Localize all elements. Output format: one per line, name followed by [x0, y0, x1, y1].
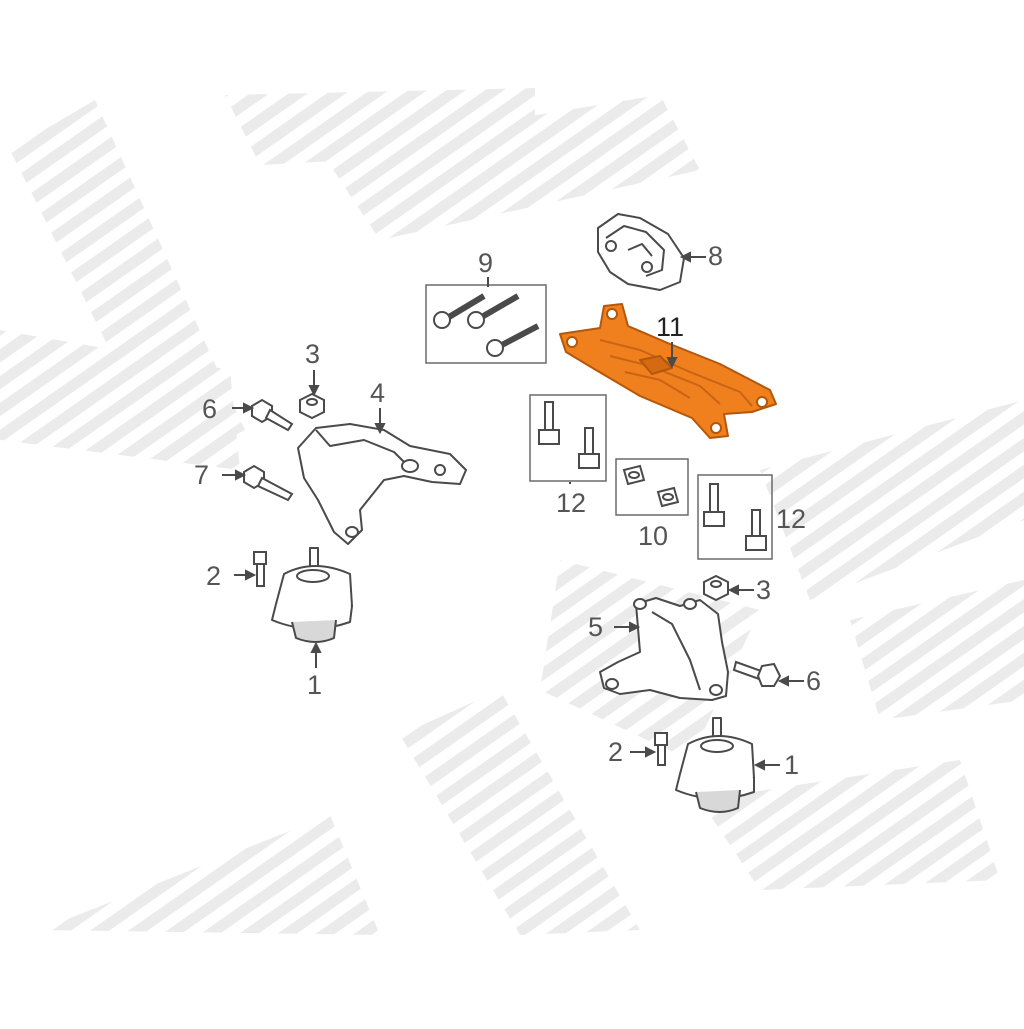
part-2-bolt-left[interactable]: [253, 551, 267, 587]
label-1-right: 1: [784, 750, 800, 780]
bolt: [538, 401, 560, 445]
bolt: [578, 427, 600, 469]
bolt: [486, 323, 540, 357]
part-9-bolt-set[interactable]: [425, 284, 547, 364]
part-3-nut-left[interactable]: [299, 392, 325, 420]
label-11: 11: [656, 312, 685, 342]
part-10-nuts[interactable]: [615, 458, 689, 516]
bolt: [433, 293, 486, 329]
part-6-bolt-right[interactable]: [732, 660, 782, 687]
label-3-left: 3: [305, 339, 321, 369]
part-2-bolt-right[interactable]: [654, 732, 668, 766]
label-12-left: 12: [556, 488, 587, 518]
watermark: [0, 88, 1024, 935]
part-4-mount-bracket[interactable]: [297, 423, 467, 545]
nut: [656, 486, 680, 508]
label-6-right: 6: [806, 666, 822, 696]
part-6-bolt-left[interactable]: [251, 398, 294, 432]
part-5-mount-bracket[interactable]: [599, 597, 729, 701]
part-8-rear-mount[interactable]: [597, 213, 685, 291]
part-7-bolt[interactable]: [243, 464, 294, 502]
label-2-left: 2: [206, 561, 222, 591]
bolt: [703, 483, 725, 527]
label-10: 10: [638, 521, 669, 551]
label-8: 8: [708, 241, 724, 271]
part-1-engine-mount-right[interactable]: [675, 717, 755, 813]
label-9: 9: [478, 248, 494, 278]
label-3-right: 3: [756, 575, 772, 605]
label-4: 4: [370, 378, 386, 408]
bolt: [467, 293, 520, 329]
bolt: [745, 509, 767, 551]
part-11-crossmember[interactable]: [559, 303, 777, 439]
part-12-bolts-left[interactable]: [529, 394, 607, 482]
part-1-engine-mount-left[interactable]: [271, 547, 353, 643]
label-7: 7: [194, 460, 210, 490]
label-2-right: 2: [608, 737, 624, 767]
leader-lines: [222, 251, 804, 771]
label-1-left: 1: [307, 670, 323, 700]
part-3-nut-right[interactable]: [703, 574, 729, 602]
label-12-right: 12: [776, 504, 807, 534]
label-5: 5: [588, 612, 604, 642]
nut: [622, 464, 646, 486]
part-12-bolts-right[interactable]: [697, 474, 773, 560]
label-6-left: 6: [202, 394, 218, 424]
